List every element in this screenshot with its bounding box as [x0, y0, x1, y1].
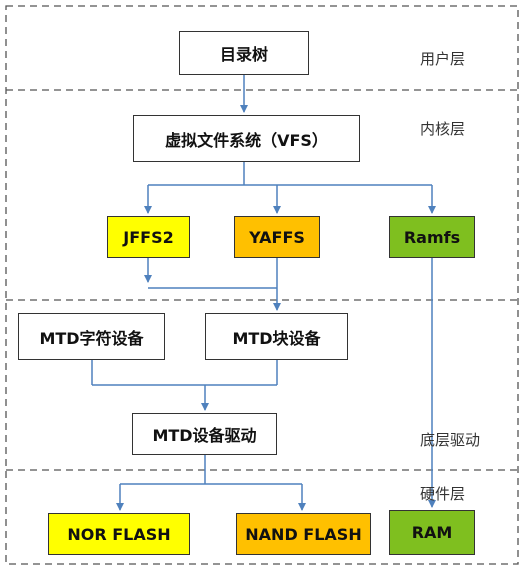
node-mtd-char-device: MTD字符设备 [18, 313, 165, 360]
node-jffs2: JFFS2 [107, 216, 190, 258]
layer-label-kernel: 内核层 [420, 120, 466, 138]
layer-label-user: 用户层 [420, 50, 466, 68]
layer-label-driver: 底层驱动 [420, 431, 481, 449]
layer-frames [5, 5, 519, 565]
node-dir-tree: 目录树 [179, 31, 309, 75]
node-ram: RAM [389, 510, 475, 555]
node-mtd-block-device: MTD块设备 [205, 313, 348, 360]
node-nand-flash: NAND FLASH [236, 513, 371, 555]
node-yaffs: YAFFS [234, 216, 320, 258]
connectors [91, 75, 436, 511]
node-ramfs: Ramfs [389, 216, 475, 258]
node-nor-flash: NOR FLASH [48, 513, 190, 555]
node-mtd-device-driver: MTD设备驱动 [132, 413, 277, 455]
node-vfs: 虚拟文件系统（VFS） [133, 115, 360, 162]
layer-label-hardware: 硬件层 [420, 485, 466, 503]
